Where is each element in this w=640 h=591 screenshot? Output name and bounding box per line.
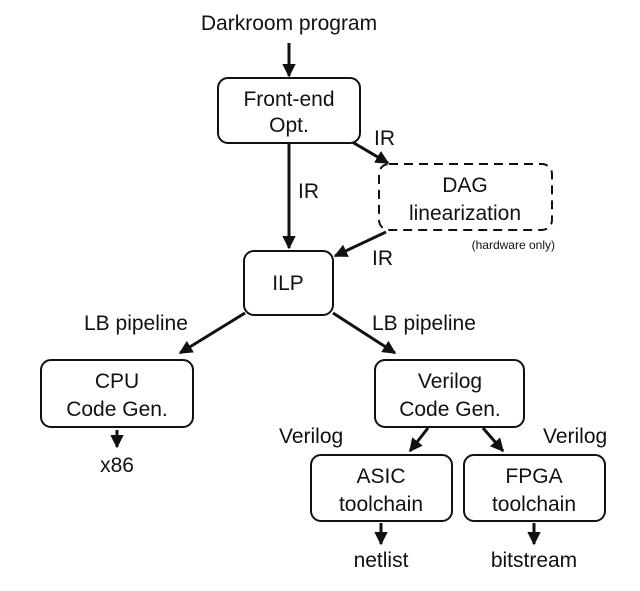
- node-verilog-codegen: Verilog Code Gen.: [374, 359, 525, 428]
- edge-dag-to-ilp: [333, 230, 387, 258]
- edge-verilog-to-asic: [408, 427, 430, 453]
- edge-label-ir-to-ilp: IR: [298, 180, 319, 203]
- input-label: Darkroom program: [201, 12, 377, 35]
- node-asic-line1: ASIC: [356, 465, 405, 488]
- node-cpu-line2: Code Gen.: [66, 398, 168, 421]
- node-fpga-line2: toolchain: [492, 493, 576, 516]
- edge-label-ir-from-dag: IR: [372, 247, 393, 270]
- output-x86: x86: [100, 454, 134, 477]
- node-asic-toolchain: ASIC toolchain: [310, 454, 453, 522]
- node-frontend-line2: Opt.: [269, 114, 309, 137]
- node-dag-line1: DAG: [442, 174, 488, 197]
- node-dag-linearization: DAG linearization (hardware only): [378, 163, 555, 252]
- edge-label-verilog-asic: Verilog: [279, 425, 343, 448]
- edge-label-ir-to-dag: IR: [374, 127, 395, 150]
- node-verilog-line2: Code Gen.: [399, 398, 501, 421]
- node-cpu-line1: CPU: [95, 370, 139, 393]
- edge-verilog-to-fpga: [481, 427, 505, 453]
- node-fpga-line1: FPGA: [505, 465, 562, 488]
- output-netlist: netlist: [354, 549, 409, 572]
- edge-ilp-to-cpu: [178, 311, 246, 355]
- node-verilog-line1: Verilog: [418, 370, 482, 393]
- node-ilp-label: ILP: [272, 272, 304, 295]
- node-fpga-toolchain: FPGA toolchain: [463, 454, 606, 522]
- edge-label-verilog-fpga: Verilog: [543, 425, 607, 448]
- node-dag-line2: linearization: [409, 202, 521, 225]
- node-frontend-line1: Front-end: [243, 88, 334, 111]
- output-bitstream: bitstream: [491, 549, 577, 572]
- edge-label-lb-pipeline-cpu: LB pipeline: [84, 312, 188, 335]
- edge-ilp-to-verilog: [332, 311, 397, 355]
- edge-label-lb-pipeline-verilog: LB pipeline: [372, 312, 476, 335]
- node-asic-line2: toolchain: [339, 493, 423, 516]
- node-ilp: ILP: [243, 250, 334, 316]
- node-dag-note: (hardware only): [472, 238, 555, 252]
- node-frontend: Front-end Opt.: [217, 77, 361, 144]
- node-cpu-codegen: CPU Code Gen.: [40, 359, 194, 428]
